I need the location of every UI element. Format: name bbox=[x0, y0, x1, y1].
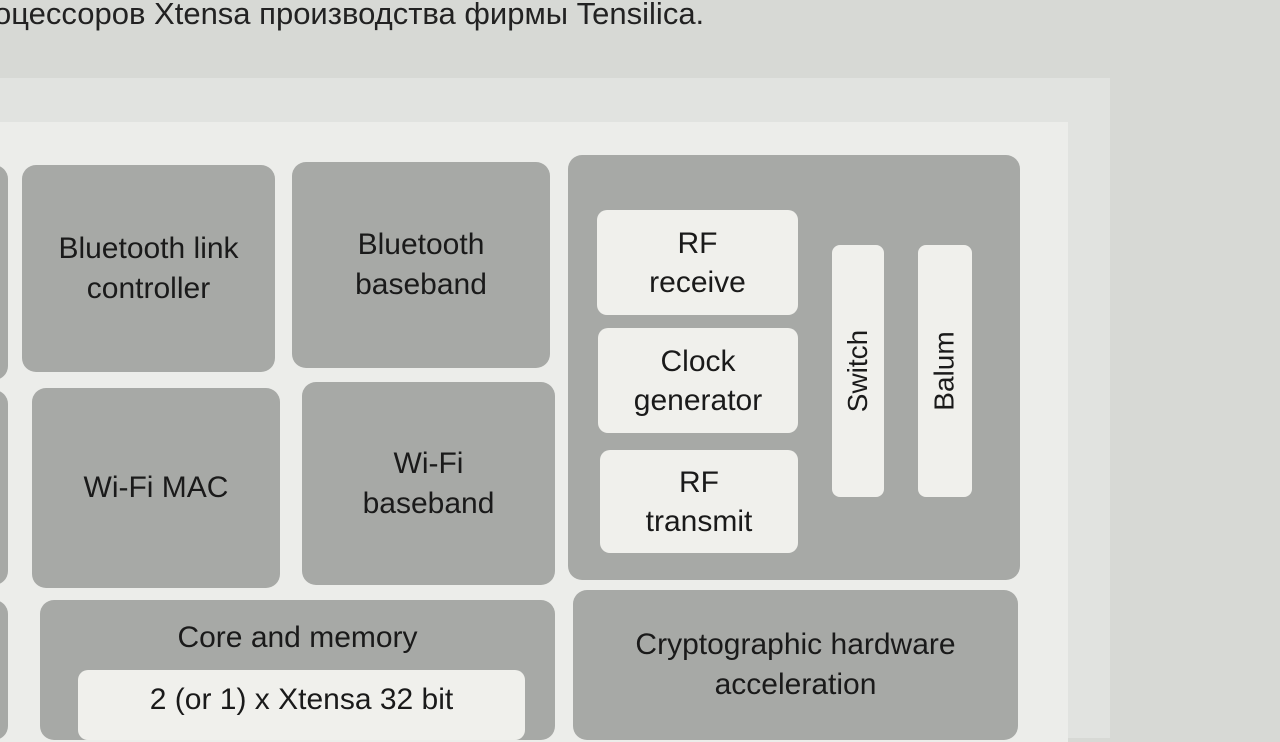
wifi-baseband-block: Wi-Fi baseband bbox=[302, 382, 555, 585]
core-memory-label: Core and memory bbox=[177, 621, 418, 654]
rf-receive-block: RF receive bbox=[597, 210, 798, 315]
balun-block: Balum bbox=[918, 245, 972, 497]
rf-transmit-block: RF transmit bbox=[600, 450, 798, 553]
cut-block bbox=[0, 390, 8, 585]
caption-text: оцессоров Xtensa производства фирмы Tens… bbox=[0, 0, 705, 31]
cut-block bbox=[0, 600, 8, 740]
cpu-block: 2 (or 1) x Xtensa 32 bit bbox=[78, 670, 525, 740]
cut-block bbox=[0, 165, 8, 380]
wifi-mac-block: Wi-Fi MAC bbox=[32, 388, 280, 588]
clock-generator-block: Clock generator bbox=[598, 328, 798, 433]
switch-label: Switch bbox=[842, 329, 873, 413]
balun-label: Balum bbox=[929, 331, 960, 411]
bluetooth-baseband-block: Bluetooth baseband bbox=[292, 162, 550, 368]
switch-block: Switch bbox=[832, 245, 884, 497]
crypto-block: Cryptographic hardware acceleration bbox=[573, 590, 1018, 740]
bluetooth-link-controller-block: Bluetooth link controller bbox=[22, 165, 275, 372]
